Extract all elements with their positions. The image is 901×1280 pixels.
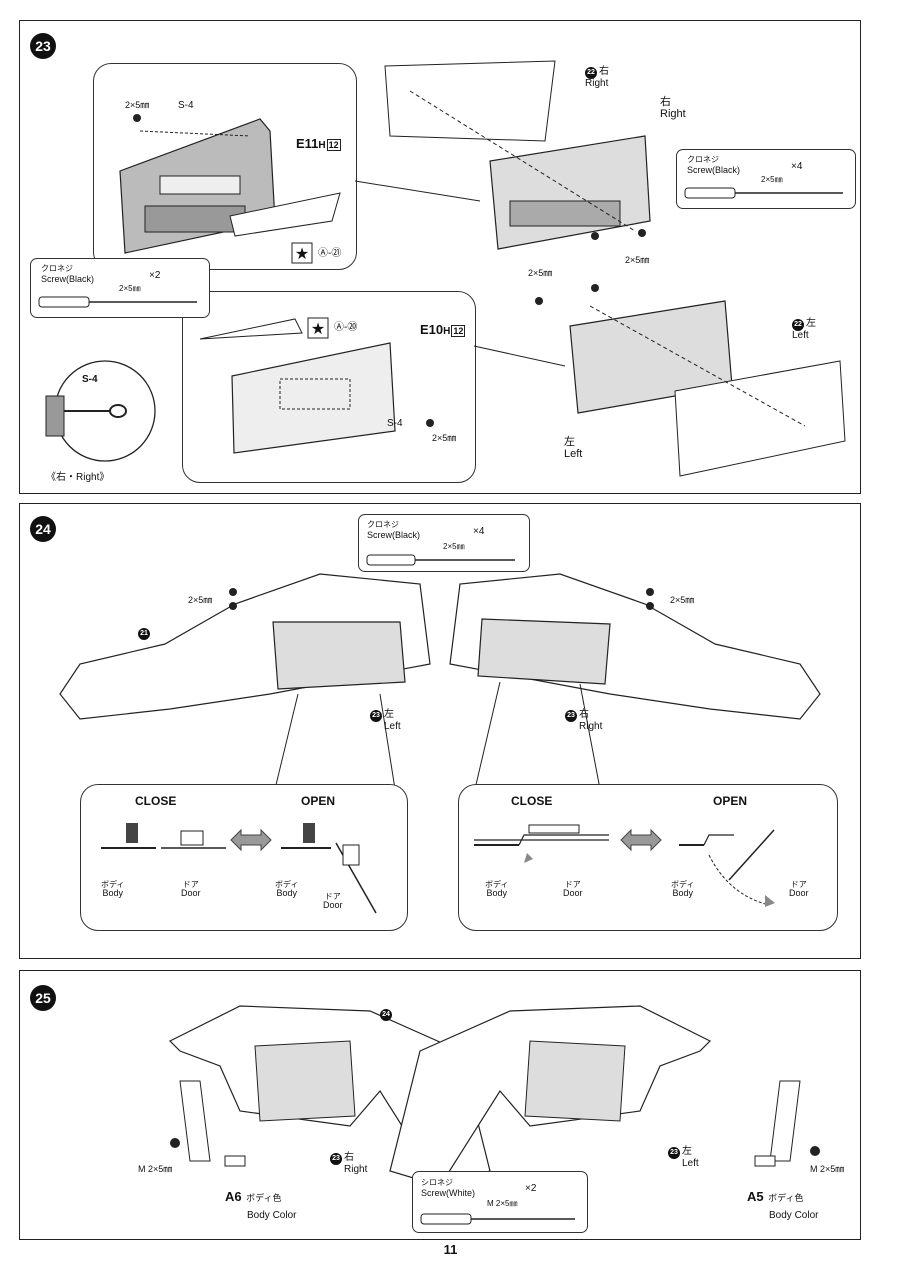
screw-box-white-x2: シロネジ Screw(White) ×2 M 2×5㎜: [412, 1171, 588, 1233]
inset-s4-label: S-4: [82, 374, 98, 385]
screw-size-label-right: 2×5㎜: [625, 255, 650, 265]
screw-size-left: 2×5㎜: [188, 595, 213, 605]
screw-size-right: 2×5㎜: [670, 595, 695, 605]
screw-m-left: M 2×5㎜: [138, 1164, 173, 1174]
screw-size-label: 2×5㎜: [125, 100, 150, 110]
right-door-detail-box: [182, 291, 476, 483]
svg-text:★: ★: [311, 321, 325, 338]
screw-box-black-x2: クロネジ Screw(Black) ×2 2×5㎜: [30, 258, 210, 318]
a21-label: Ⓐ-㉑: [318, 248, 342, 259]
part-24-label: 24: [380, 1009, 394, 1021]
part-s4-label: S-4: [178, 100, 194, 111]
door-panel-illustration-upper: ★ ★: [45, 60, 846, 477]
step-23-number: 23: [30, 33, 56, 59]
screw-size-label-lower: 2×5㎜: [432, 433, 457, 443]
body-part-label: 21: [138, 628, 152, 640]
screw-box-black-x4: クロネジ Screw(Black) ×4 2×5㎜: [676, 149, 856, 209]
screw-box-black-x4: クロネジ Screw(Black) ×4 2×5㎜: [358, 514, 530, 572]
step-24-panel: 24 クロネジ Screw(Black) ×4 2×5㎜ 2×5㎜ 2×5㎜ 2…: [19, 503, 861, 959]
step-25-number: 25: [30, 985, 56, 1011]
screwdriver-icon: [684, 187, 843, 199]
page-number: 11: [443, 1242, 458, 1257]
step-23-panel: 23 ★ ★: [19, 20, 861, 494]
step-24-number: 24: [30, 516, 56, 542]
part-s4-label-lower: S-4: [387, 418, 403, 429]
screwdriver-icon: [420, 1213, 575, 1225]
inset-caption: 《右・Right》: [46, 472, 110, 483]
hinge-diagram: [101, 823, 377, 914]
screwdriver-icon: [366, 554, 515, 566]
screwdriver-icon: [38, 296, 197, 308]
car-body-illustration: [59, 573, 821, 790]
screw-size-label-left: 2×5㎜: [528, 268, 553, 278]
a20-label: Ⓐ-⑳: [334, 322, 358, 333]
screw-m-right: M 2×5㎜: [810, 1164, 845, 1174]
hinge-diagram: [474, 824, 775, 907]
svg-text:★: ★: [295, 246, 309, 263]
door-interior-illustration: [168, 1005, 820, 1187]
